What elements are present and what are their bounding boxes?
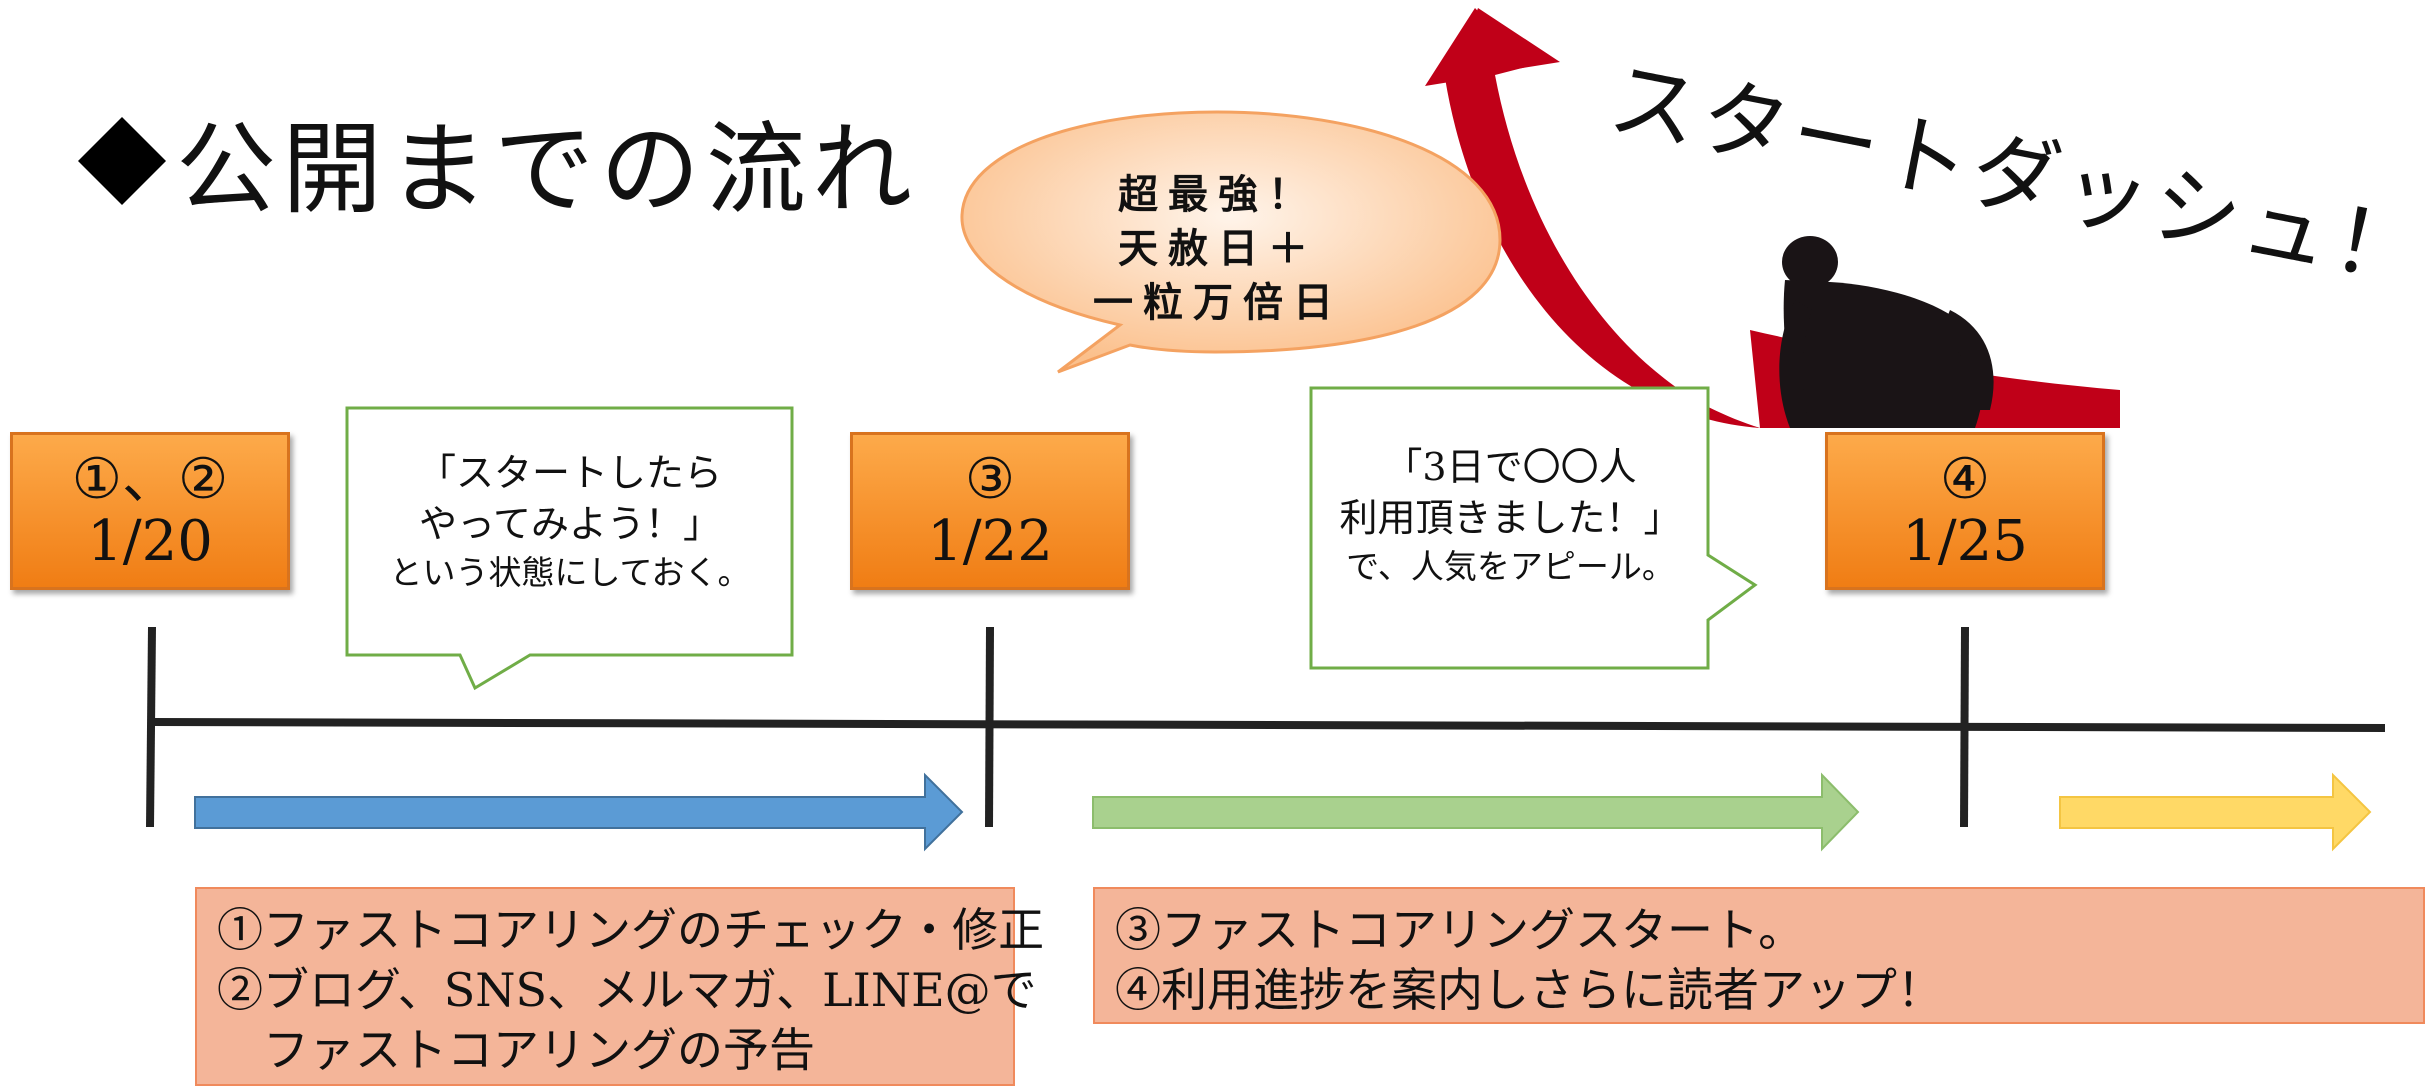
speech-bubble-text: 超最強！ 天赦日＋ 一粒万倍日 bbox=[968, 168, 1468, 330]
callout-right-shape bbox=[1309, 386, 1758, 670]
milestone-box-1: ①、② 1/20 bbox=[10, 432, 290, 590]
speech-bubble-shape bbox=[960, 110, 1502, 374]
callout-right-line-1: 「3日で〇〇人 bbox=[1384, 445, 1637, 489]
bubble-line-1: 超最強！ bbox=[1118, 172, 1318, 218]
callout-right-line-2: 利用頂きました！」 bbox=[1339, 496, 1682, 541]
description-box-left: ①ファストコアリングのチェック・修正 ②ブログ、SNS、メルマガ、LINE@で … bbox=[195, 887, 1045, 1086]
milestone-date: 1/25 bbox=[1902, 509, 2028, 574]
desc-left-line-3: ファストコアリングの予告 bbox=[217, 1022, 815, 1077]
desc-right-line-2: ④利用進捗を案内しさらに読者アップ！ bbox=[1115, 962, 1943, 1017]
arrow-blue-icon bbox=[194, 772, 964, 852]
milestone-box-2: ③ 1/22 bbox=[850, 432, 1130, 590]
diamond-bullet-icon bbox=[78, 116, 166, 205]
title-text: 公開までの流れ bbox=[176, 111, 918, 228]
callout-right-text: 「3日で〇〇人 利用頂きました！」 で、人気をアピール。 bbox=[1313, 442, 1708, 589]
bubble-line-3: 一粒万倍日 bbox=[1093, 280, 1343, 326]
milestone-box-3: ④ 1/25 bbox=[1825, 432, 2105, 590]
milestone-date: 1/20 bbox=[87, 509, 213, 574]
callout-left-shape bbox=[345, 406, 794, 691]
milestone-number: ④ bbox=[1939, 447, 1991, 513]
arrow-green-icon bbox=[1092, 772, 1860, 852]
callout-left-line-2: やってみよう！」 bbox=[418, 502, 722, 547]
callout-left-line-1: 「スタートしたら bbox=[417, 451, 722, 495]
runner-silhouette-icon bbox=[1779, 236, 1994, 428]
callout-right-line-3: で、人気をアピール。 bbox=[1346, 546, 1675, 586]
milestone-date: 1/22 bbox=[927, 509, 1053, 574]
timeline bbox=[146, 626, 2386, 828]
desc-left-line-1: ①ファストコアリングのチェック・修正 bbox=[217, 903, 1045, 957]
arrow-yellow-icon bbox=[2059, 772, 2372, 852]
callout-left-text: 「スタートしたら やってみよう！」 という状態にしておく。 bbox=[350, 448, 790, 595]
bubble-line-2: 天赦日＋ bbox=[1118, 226, 1318, 272]
milestone-number: ①、② bbox=[71, 447, 229, 513]
milestone-number: ③ bbox=[964, 447, 1016, 513]
callout-left-line-3: という状態にしておく。 bbox=[389, 552, 751, 592]
desc-left-line-2: ②ブログ、SNS、メルマガ、LINE@で bbox=[217, 962, 1037, 1017]
description-box-right: ③ファストコアリングスタート。 ④利用進捗を案内しさらに読者アップ！ bbox=[1093, 887, 2425, 1024]
page-title: 公開までの流れ bbox=[78, 88, 918, 233]
desc-right-line-1: ③ファストコアリングスタート。 bbox=[1115, 903, 1805, 957]
